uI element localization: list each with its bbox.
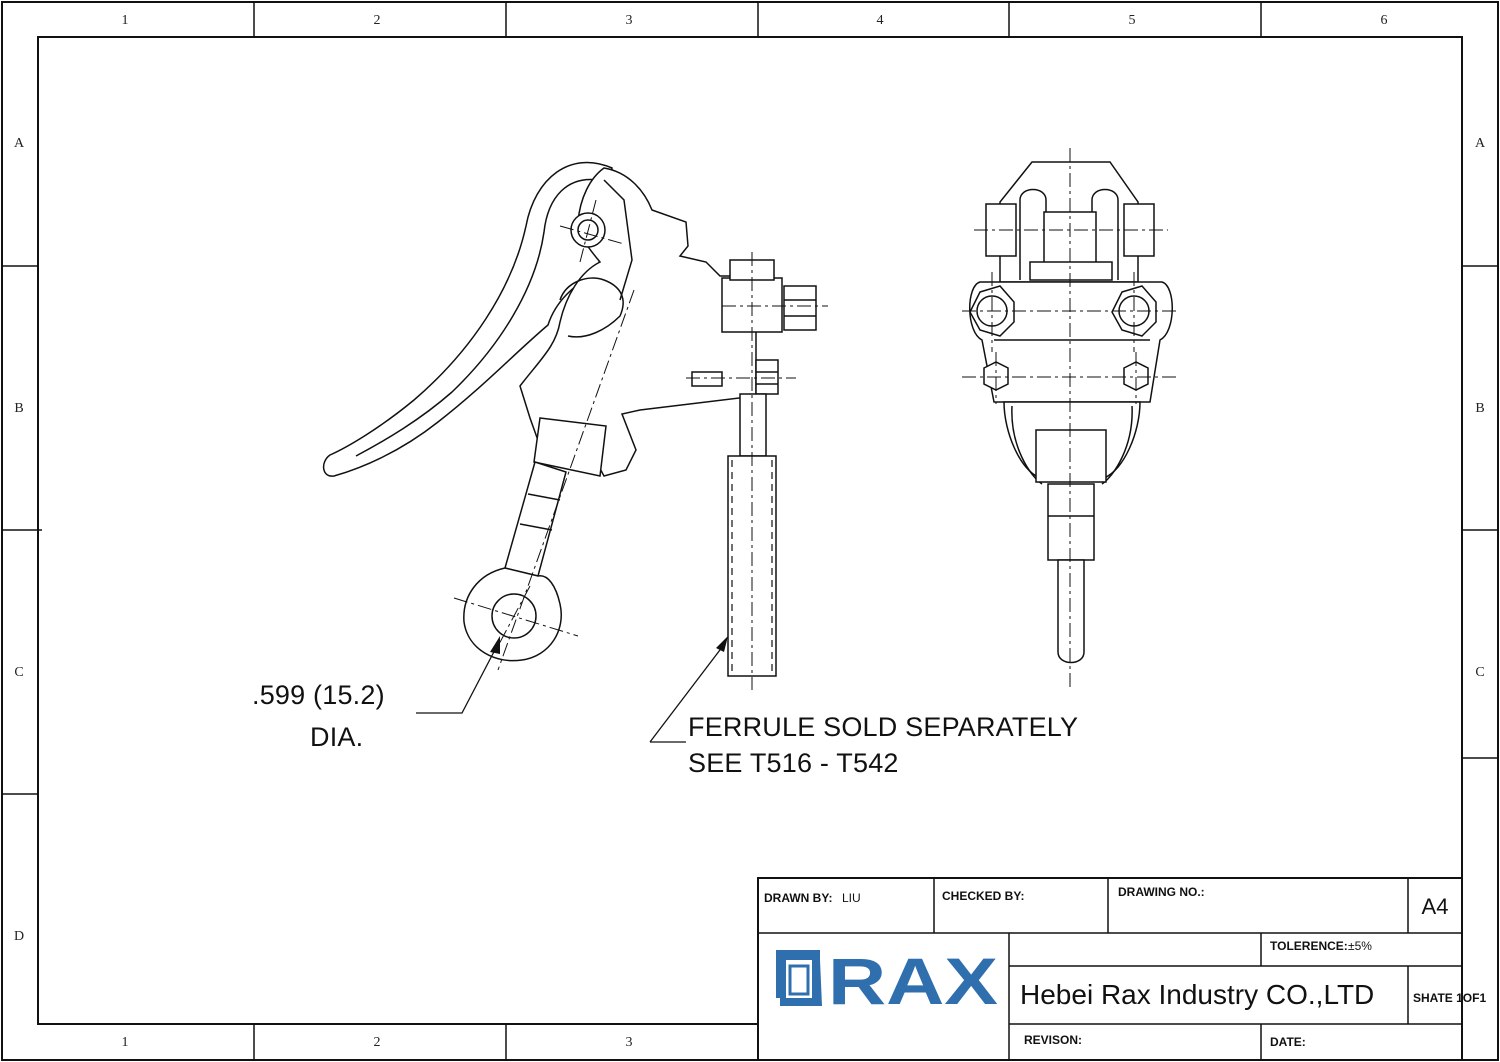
- zone-col-5: 5: [1129, 13, 1136, 28]
- zone-row-c-right: C: [1475, 665, 1484, 680]
- sheet-size: A4: [1422, 894, 1449, 919]
- drawn-by-label: DRAWN BY:: [764, 891, 832, 905]
- tolerance-value: ±5%: [1348, 939, 1372, 953]
- drawn-by-value: LIU: [842, 891, 861, 905]
- company-name: Hebei Rax Industry CO.,LTD: [1020, 979, 1374, 1010]
- zone-col-2-bottom: 2: [374, 1035, 381, 1050]
- zone-row-c: C: [14, 665, 23, 680]
- zone-row-b: B: [14, 401, 23, 416]
- checked-by-label: CHECKED BY:: [942, 889, 1024, 903]
- zone-row-a: A: [14, 136, 25, 151]
- date-label: DATE:: [1270, 1035, 1306, 1049]
- zone-col-6: 6: [1381, 13, 1388, 28]
- dia-leader: [416, 636, 500, 714]
- hex-nut: [783, 285, 817, 331]
- dia-label-note: DIA.: [310, 722, 363, 752]
- ferrule-note-line1: FERRULE SOLD SEPARATELY: [688, 712, 1078, 742]
- ferrule-note-line2: SEE T516 - T542: [688, 748, 899, 778]
- front-stem: [1047, 483, 1095, 561]
- front-eye: [1057, 559, 1085, 664]
- logo-text: RAX: [828, 944, 998, 1018]
- rax-logo: RAX: [776, 944, 998, 1018]
- sheet-number: SHATE 1OF1: [1413, 991, 1486, 1005]
- title-block: [757, 877, 1463, 1061]
- front-view: [962, 148, 1180, 690]
- adjusting-collar: [533, 417, 607, 477]
- zone-col-2: 2: [374, 13, 381, 28]
- zone-col-3-bottom: 3: [626, 1035, 633, 1050]
- zone-row-b-right: B: [1475, 401, 1484, 416]
- dia-value-note: .599 (15.2): [252, 680, 385, 710]
- lever-handle: [322, 161, 613, 477]
- zone-col-1-bottom: 1: [122, 1035, 129, 1050]
- zone-col-1: 1: [122, 13, 129, 28]
- threaded-rod: [504, 461, 567, 577]
- ferrule-leader: [649, 636, 728, 743]
- zone-col-4: 4: [877, 13, 884, 28]
- revision-label: REVISON:: [1024, 1033, 1082, 1047]
- tolerance-label: TOLERENCE:: [1270, 939, 1348, 953]
- ferrule-stem: [739, 393, 767, 457]
- zone-row-d: D: [14, 929, 24, 944]
- side-view: [322, 161, 828, 690]
- drawing-no-label: DRAWING NO.:: [1118, 885, 1205, 899]
- zone-col-3: 3: [626, 13, 633, 28]
- zone-row-a-right: A: [1475, 136, 1486, 151]
